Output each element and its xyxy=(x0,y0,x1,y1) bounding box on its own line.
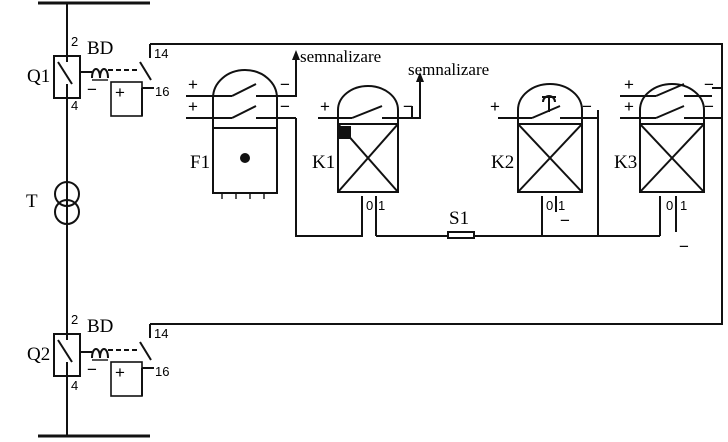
relay-k3-minus-2: − xyxy=(704,97,714,116)
breaker-q2-bd-coil xyxy=(91,348,109,359)
relay-k3-dome xyxy=(639,83,705,124)
relay-k1-label: K1 xyxy=(312,152,335,173)
breaker-q2-label: Q2 xyxy=(27,344,50,365)
relay-k1-minus: − xyxy=(403,97,413,116)
relay-k3-term-1: 1 xyxy=(680,198,687,213)
relay-f1-signal-arrow xyxy=(292,50,300,60)
breaker-q1-contact-14: 14 xyxy=(154,46,168,61)
relay-k3-contact-2 xyxy=(655,105,685,119)
relay-f1-plus-2: + xyxy=(188,97,198,116)
transformer-label: T xyxy=(26,191,38,212)
relay-k3-term-0: 0 xyxy=(666,198,673,213)
relay-k1-signal-arrow xyxy=(416,72,424,82)
relay-k2: + − K2 0 1 − xyxy=(490,83,598,230)
breaker-q2-bd-minus: − xyxy=(87,360,97,379)
breaker-q1-bd-coil xyxy=(91,68,109,79)
breaker-q1-aux-plus: + xyxy=(115,83,125,102)
breaker-q1: Q1 2 4 BD − + 14 16 xyxy=(27,34,169,117)
relay-f1-plus-1: + xyxy=(188,75,198,94)
breaker-q1-terminal-bottom: 4 xyxy=(71,98,78,113)
relay-k2-plus: + xyxy=(490,97,500,116)
signal-label-2: semnalizare xyxy=(408,60,489,79)
relay-k2-label: K2 xyxy=(491,152,514,173)
relay-f1-label: F1 xyxy=(190,152,210,173)
relay-k2-term-1: 1 xyxy=(558,198,565,213)
breaker-q1-terminal-top: 2 xyxy=(71,34,78,49)
breaker-q2-terminal-bottom: 4 xyxy=(71,378,78,393)
relay-k1-dome xyxy=(337,85,399,124)
breaker-q2-contact-16: 16 xyxy=(155,364,169,379)
relay-k2-term-0: 0 xyxy=(546,198,553,213)
breaker-q1-blade xyxy=(57,61,73,85)
switch-s1 xyxy=(447,231,475,239)
relay-f1-dome xyxy=(212,69,278,112)
relay-k2-delay-icon xyxy=(542,95,556,112)
relay-k3-minus-1: − xyxy=(704,75,714,94)
relay-k1-flag xyxy=(338,126,351,139)
relay-f1: + + − − F1 semnalizare xyxy=(186,47,381,199)
breaker-q2-aux-plus: + xyxy=(115,363,125,382)
relay-k1-plus: + xyxy=(320,97,330,116)
relay-k1-contact xyxy=(351,105,383,119)
breaker-q1-bd-label: BD xyxy=(87,38,113,59)
relay-k3-label: K3 xyxy=(614,152,637,173)
relay-k2-contact xyxy=(531,105,561,119)
relay-k1-term-0: 0 xyxy=(366,198,373,213)
q2-trip-line xyxy=(150,88,723,325)
breaker-q2-contact-14: 14 xyxy=(154,326,168,341)
transformer-t: T xyxy=(26,181,80,225)
breaker-q1-label: Q1 xyxy=(27,66,50,87)
relay-k3-plus-2: + xyxy=(624,97,634,116)
relay-k3-plus-1: + xyxy=(624,75,634,94)
transformer-winding-2 xyxy=(54,199,80,225)
breaker-q2-aux-box xyxy=(110,361,143,397)
relay-k1: semnalizare + − K1 0 1 xyxy=(312,60,489,236)
q1-trip-line xyxy=(150,43,723,89)
breaker-q1-aux-contact xyxy=(139,61,152,81)
relay-k2-bottom-minus: − xyxy=(560,211,570,230)
signal-label-1: semnalizare xyxy=(300,47,381,66)
relay-f1-contact-1 xyxy=(231,83,257,97)
breaker-q2-blade xyxy=(57,339,73,363)
f1-output-line xyxy=(295,118,363,237)
breaker-q2-terminal-top: 2 xyxy=(71,312,78,327)
relay-f1-indicator-dot xyxy=(240,153,250,163)
relay-k1-term-1: 1 xyxy=(378,198,385,213)
switch-s1-label: S1 xyxy=(449,208,469,229)
relay-k2-minus: − xyxy=(582,97,592,116)
breaker-q2: Q2 2 4 BD − + 14 16 xyxy=(27,312,169,397)
breaker-q2-bd-label: BD xyxy=(87,316,113,337)
relay-f1-contact-2 xyxy=(231,105,257,119)
breaker-q1-contact-16: 16 xyxy=(155,84,169,99)
breaker-q1-bd-minus: − xyxy=(87,80,97,99)
relay-k2-dome xyxy=(517,83,583,124)
breaker-q2-aux-contact xyxy=(139,341,152,361)
relay-k3-bottom-minus: − xyxy=(679,237,689,256)
relay-f1-minus-2: − xyxy=(280,97,290,116)
relay-k3: + + − − K3 0 1 − xyxy=(614,75,722,256)
transformer-winding-1 xyxy=(54,181,80,207)
relay-k3-contact-1 xyxy=(655,83,685,97)
relay-f1-minus-1: − xyxy=(280,75,290,94)
